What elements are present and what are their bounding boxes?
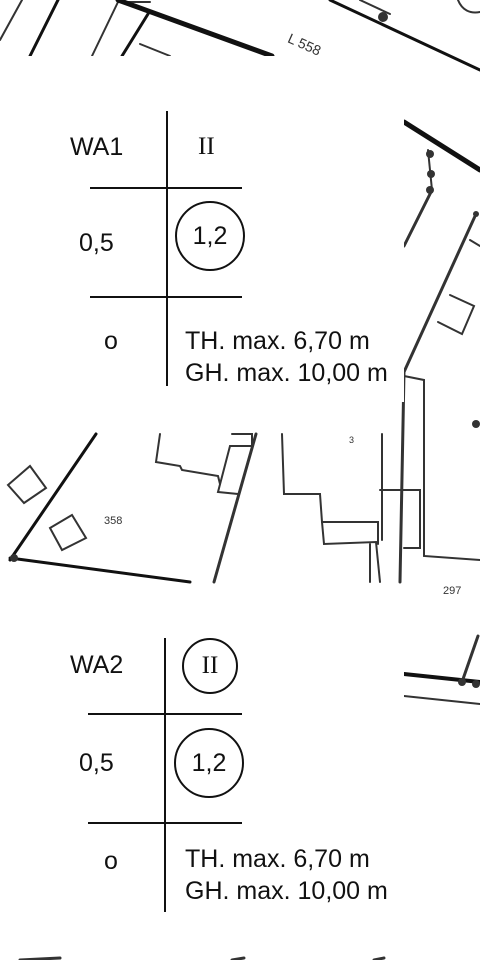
gfz-circle: 1,2 bbox=[174, 728, 244, 798]
grid-vertical-line bbox=[164, 638, 166, 912]
building-type: o bbox=[104, 847, 118, 875]
parcel-number: 3 bbox=[349, 435, 355, 445]
parcel-number: 297 bbox=[443, 585, 462, 597]
grid-horizontal-line bbox=[90, 296, 242, 298]
grz-value: 0,5 bbox=[79, 749, 114, 777]
eaves-height: TH. max. 6,70 m bbox=[185, 327, 370, 355]
parcel-number: 358 bbox=[104, 515, 123, 527]
floor-count: II bbox=[198, 133, 215, 160]
grz-value: 0,5 bbox=[79, 229, 114, 257]
gfz-circle: 1,2 bbox=[175, 201, 245, 271]
grid-horizontal-line bbox=[88, 822, 242, 824]
grid-horizontal-line bbox=[90, 187, 242, 189]
grid-vertical-line bbox=[166, 111, 168, 386]
floor-count: II bbox=[201, 652, 219, 679]
eaves-height: TH. max. 6,70 m bbox=[185, 845, 370, 873]
building-type: o bbox=[104, 327, 118, 355]
zoning-legend-wa2: WA2 II 0,5 1,2 o TH. max. 6,70 m GH. max… bbox=[0, 596, 404, 926]
gfz-value: 1,2 bbox=[191, 749, 227, 777]
ridge-height: GH. max. 10,00 m bbox=[185, 359, 388, 387]
zoning-legend-wa1: WA1 II 0,5 1,2 o TH. max. 6,70 m GH. max… bbox=[0, 56, 404, 402]
zone-label: WA1 bbox=[70, 133, 124, 161]
grid-horizontal-line bbox=[88, 713, 242, 715]
gfz-value: 1,2 bbox=[192, 222, 228, 250]
zone-label: WA2 bbox=[70, 651, 124, 679]
ridge-height: GH. max. 10,00 m bbox=[185, 877, 388, 905]
floor-count-circle: II bbox=[182, 638, 238, 694]
